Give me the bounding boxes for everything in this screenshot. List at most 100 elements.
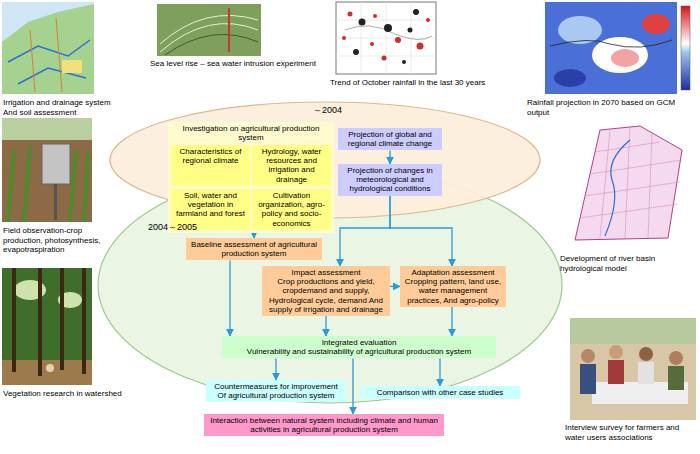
conclusion-box: Interaction between natural system inclu…	[204, 414, 444, 436]
trend-dots	[342, 9, 430, 64]
field-observation-photo	[2, 118, 92, 222]
coast-line	[550, 40, 672, 47]
map-ground	[2, 2, 94, 94]
color-bar	[681, 6, 690, 90]
flow-arrow	[451, 307, 452, 336]
trend-dot	[402, 60, 406, 64]
assessment-box: Impact assessmentCrop productions and yi…	[262, 266, 390, 316]
box-text: Projection of global and regional climat…	[341, 130, 439, 148]
trend-dot	[408, 28, 413, 33]
interview-photo	[570, 318, 696, 420]
instrument-box	[42, 144, 70, 184]
rain-field	[554, 69, 586, 87]
rain-field	[558, 16, 602, 44]
flow-arrow	[390, 286, 400, 287]
contour-line	[165, 34, 258, 55]
box-text: Crop productions and yield, cropdemand a…	[265, 277, 387, 314]
instrument-pole	[54, 184, 57, 220]
probe	[228, 8, 230, 52]
period-bands	[98, 102, 562, 403]
contour-line	[160, 15, 258, 44]
box-heading: Integrated evaluation	[225, 338, 493, 347]
photo-caption: Irrigation and drainage system And soil …	[3, 98, 115, 117]
outcome-box: Countermeasures for improvement Of agric…	[206, 380, 346, 402]
irrigation-map	[2, 2, 94, 94]
trend-dot	[426, 18, 430, 22]
rainfall-projection-map	[545, 2, 690, 94]
trend-dot	[417, 43, 424, 50]
topic-box: Characteristics of regional climate	[171, 145, 250, 186]
period-label: 2004～2005	[148, 222, 218, 233]
canal-line	[8, 40, 90, 62]
rainfall-trend-map	[336, 2, 436, 74]
person-body	[580, 364, 596, 394]
person-head	[639, 347, 653, 361]
trend-dot	[348, 12, 353, 17]
tree-trunk	[14, 268, 84, 376]
person	[46, 364, 54, 372]
assessment-box: Baseline assessment of agricultural prod…	[186, 238, 322, 260]
person-body	[638, 362, 654, 384]
trend-dot	[384, 24, 392, 32]
river-basin-model	[563, 122, 691, 250]
trend-dot	[373, 14, 377, 18]
sky-band	[2, 118, 92, 140]
contour-line	[160, 24, 258, 52]
flow-arrow	[389, 150, 390, 164]
flow-arrow	[352, 358, 353, 414]
box-text: Baseline assessment of agricultural prod…	[189, 240, 319, 258]
box-text: Projection of changes in meteorological …	[341, 166, 439, 194]
flow-arrow	[275, 358, 276, 380]
map-ground	[545, 2, 677, 94]
box-heading: Adaptation assessment	[403, 268, 503, 277]
projection-box: Projection of changes in meteorological …	[338, 164, 442, 196]
trend-dot	[413, 9, 419, 15]
vegetation-photo	[2, 268, 92, 385]
photo-caption: Sea level rise – sea water intrusion exp…	[150, 59, 335, 69]
photo-caption: Vegetation research in watershed	[3, 389, 123, 399]
photo-caption: Interview survey for farmers and water u…	[565, 423, 697, 442]
box-text: Vulnerability and sustainability of agri…	[225, 347, 493, 356]
person-head	[669, 351, 683, 365]
rain-field	[642, 14, 670, 34]
person-body	[608, 360, 624, 384]
grid-line	[336, 2, 436, 74]
grid-line	[580, 126, 682, 238]
soil-ground	[2, 118, 92, 222]
box-text: Soil, water and vegetation in farmland a…	[174, 191, 247, 219]
photo-caption: Trend of October rainfall in the last 30…	[330, 78, 505, 88]
box-text: Investigation on agricultural production…	[171, 124, 331, 142]
period-label: ～2004	[313, 105, 373, 116]
box-text: Countermeasures for improvement Of agric…	[209, 382, 343, 400]
trend-dot	[382, 56, 387, 61]
background-trees	[570, 318, 696, 344]
box-text: Cropping pattern, land use, water manage…	[403, 277, 503, 305]
box-text: Cultivation organization, agro-policy an…	[255, 191, 328, 228]
photo-caption: Development of river basin hydrological …	[560, 254, 696, 273]
flow-arrow	[229, 260, 230, 336]
box-text: Hydrology, water resources and irrigatio…	[255, 147, 328, 184]
map-frame	[336, 2, 436, 74]
topic-box: Hydrology, water resources and irrigatio…	[252, 145, 331, 186]
box-text: Characteristics of regional climate	[174, 147, 247, 165]
projection-box: Projection of global and regional climat…	[338, 128, 442, 150]
river-line	[605, 140, 630, 236]
sea-intrusion-photo	[157, 4, 261, 56]
drain-line	[30, 18, 62, 92]
box-heading: Impact assessment	[265, 268, 387, 277]
person-head	[581, 349, 595, 363]
photo-caption: Field observation-crop production, photo…	[3, 226, 103, 255]
evaluation-box: Integrated evaluationVulnerability and s…	[222, 336, 496, 358]
trend-dot	[395, 37, 401, 43]
outcome-box: Comparison with other case studies	[360, 386, 520, 399]
soil-plot	[62, 60, 82, 73]
basin-outline	[575, 126, 682, 240]
flow-arrow	[325, 316, 326, 336]
model-ground	[563, 122, 691, 250]
flow-arrow	[439, 358, 440, 386]
rain-field	[611, 49, 639, 67]
assessment-box: Adaptation assessmentCropping pattern, l…	[400, 266, 506, 307]
